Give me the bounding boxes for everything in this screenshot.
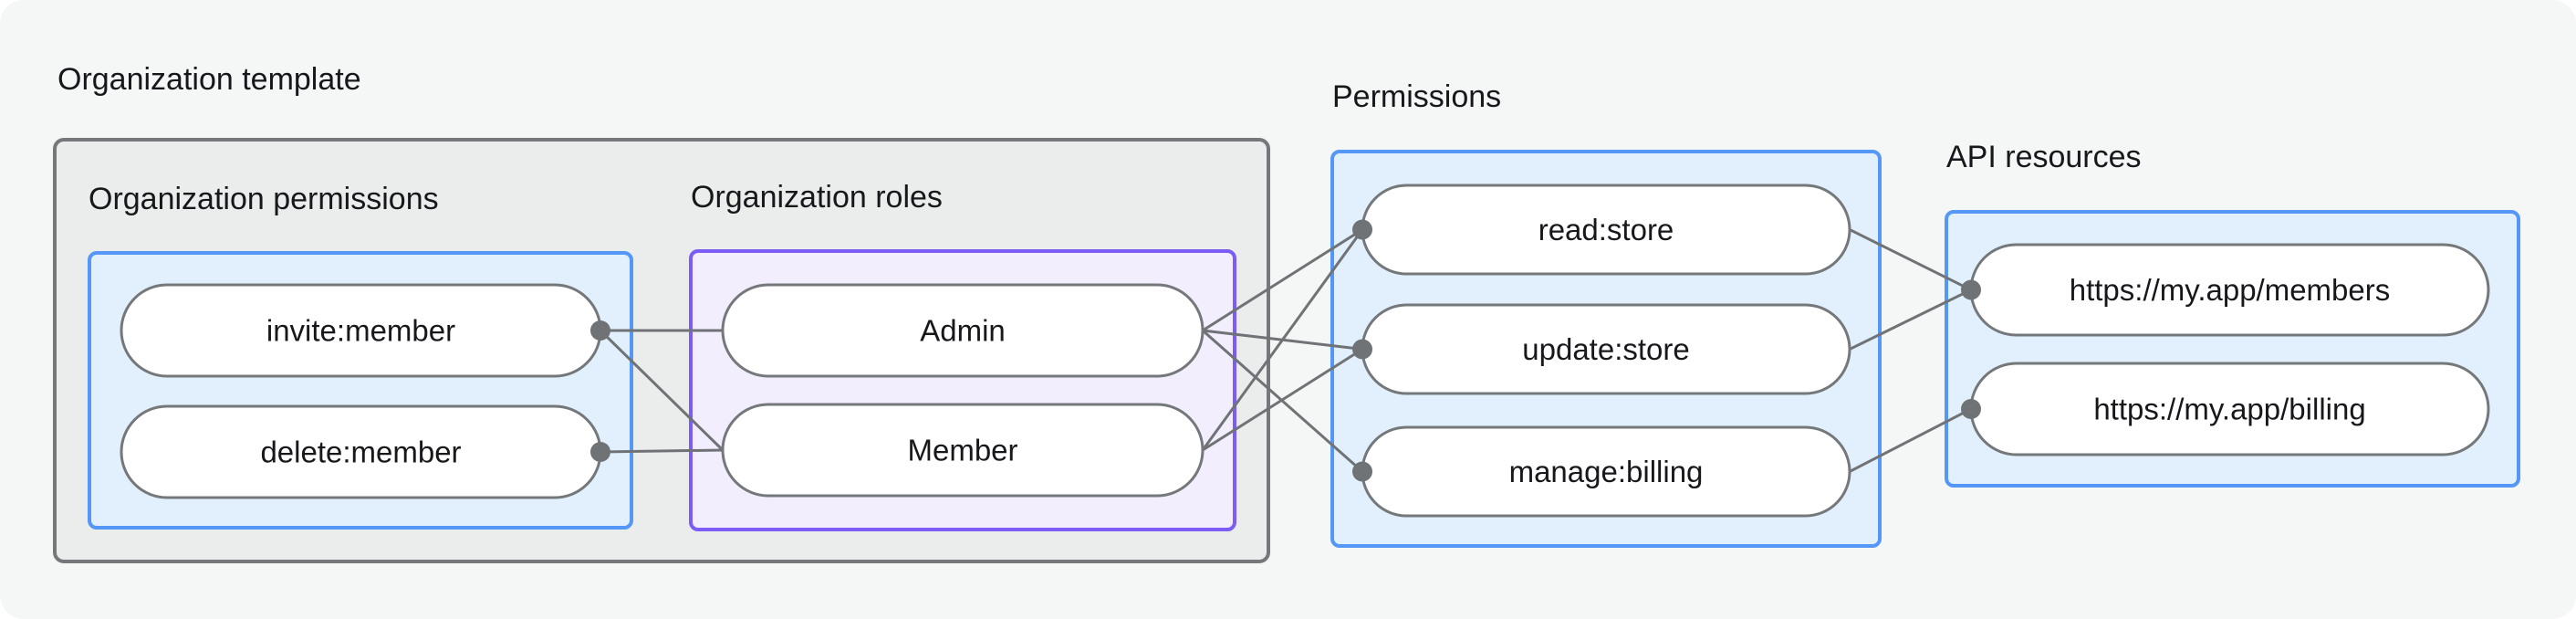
node-label-members-api: https://my.app/members (2070, 273, 2391, 307)
edge-read-store-to-members-api (1849, 228, 1972, 291)
dot-manage-billing-left (1352, 461, 1372, 482)
node-admin: Admin (721, 283, 1205, 378)
node-billing-api: https://my.app/billing (1969, 362, 2490, 456)
dot-read-store-left (1352, 219, 1372, 240)
edge-member-to-update-store (1202, 348, 1363, 452)
label-organization-template: Organization template (57, 62, 361, 97)
edge-delete-member-to-member (600, 448, 724, 454)
node-update-store: update:store (1361, 303, 1851, 395)
node-label-manage-billing: manage:billing (1509, 455, 1704, 488)
node-invite-member: invite:member (120, 283, 602, 378)
node-label-admin: Admin (920, 314, 1006, 348)
label-api-resources: API resources (1946, 140, 2142, 174)
node-read-store: read:store (1361, 184, 1851, 276)
node-delete-member: delete:member (120, 404, 602, 499)
label-permissions: Permissions (1332, 79, 1501, 114)
dot-invite-member-right (590, 320, 610, 341)
edge-manage-billing-to-billing-api (1849, 407, 1972, 473)
dot-members-api-left (1961, 279, 1981, 300)
label-organization-permissions: Organization permissions (89, 182, 439, 216)
dot-billing-api-left (1961, 399, 1981, 419)
node-manage-billing: manage:billing (1361, 425, 1851, 518)
dot-update-store-left (1352, 339, 1372, 360)
node-label-read-store: read:store (1538, 213, 1674, 247)
dot-delete-member-right (590, 442, 610, 462)
dots-layer (590, 219, 1981, 482)
label-organization-roles: Organization roles (691, 180, 943, 215)
edge-update-store-to-members-api (1849, 289, 1972, 351)
edges-layer (599, 228, 1972, 473)
node-label-delete-member: delete:member (260, 435, 461, 469)
node-label-update-store: update:store (1522, 332, 1689, 366)
node-pill-admin (721, 283, 1205, 378)
edge-admin-to-read-store (1202, 228, 1363, 332)
node-member: Member (721, 403, 1205, 498)
node-pill-member (721, 403, 1205, 498)
node-label-member: Member (907, 434, 1017, 467)
node-members-api: https://my.app/members (1969, 243, 2490, 337)
edge-member-to-read-store (1201, 228, 1364, 451)
node-label-invite-member: invite:member (266, 314, 455, 348)
edge-invite-member-to-member (599, 329, 725, 452)
node-label-billing-api: https://my.app/billing (2093, 393, 2365, 426)
